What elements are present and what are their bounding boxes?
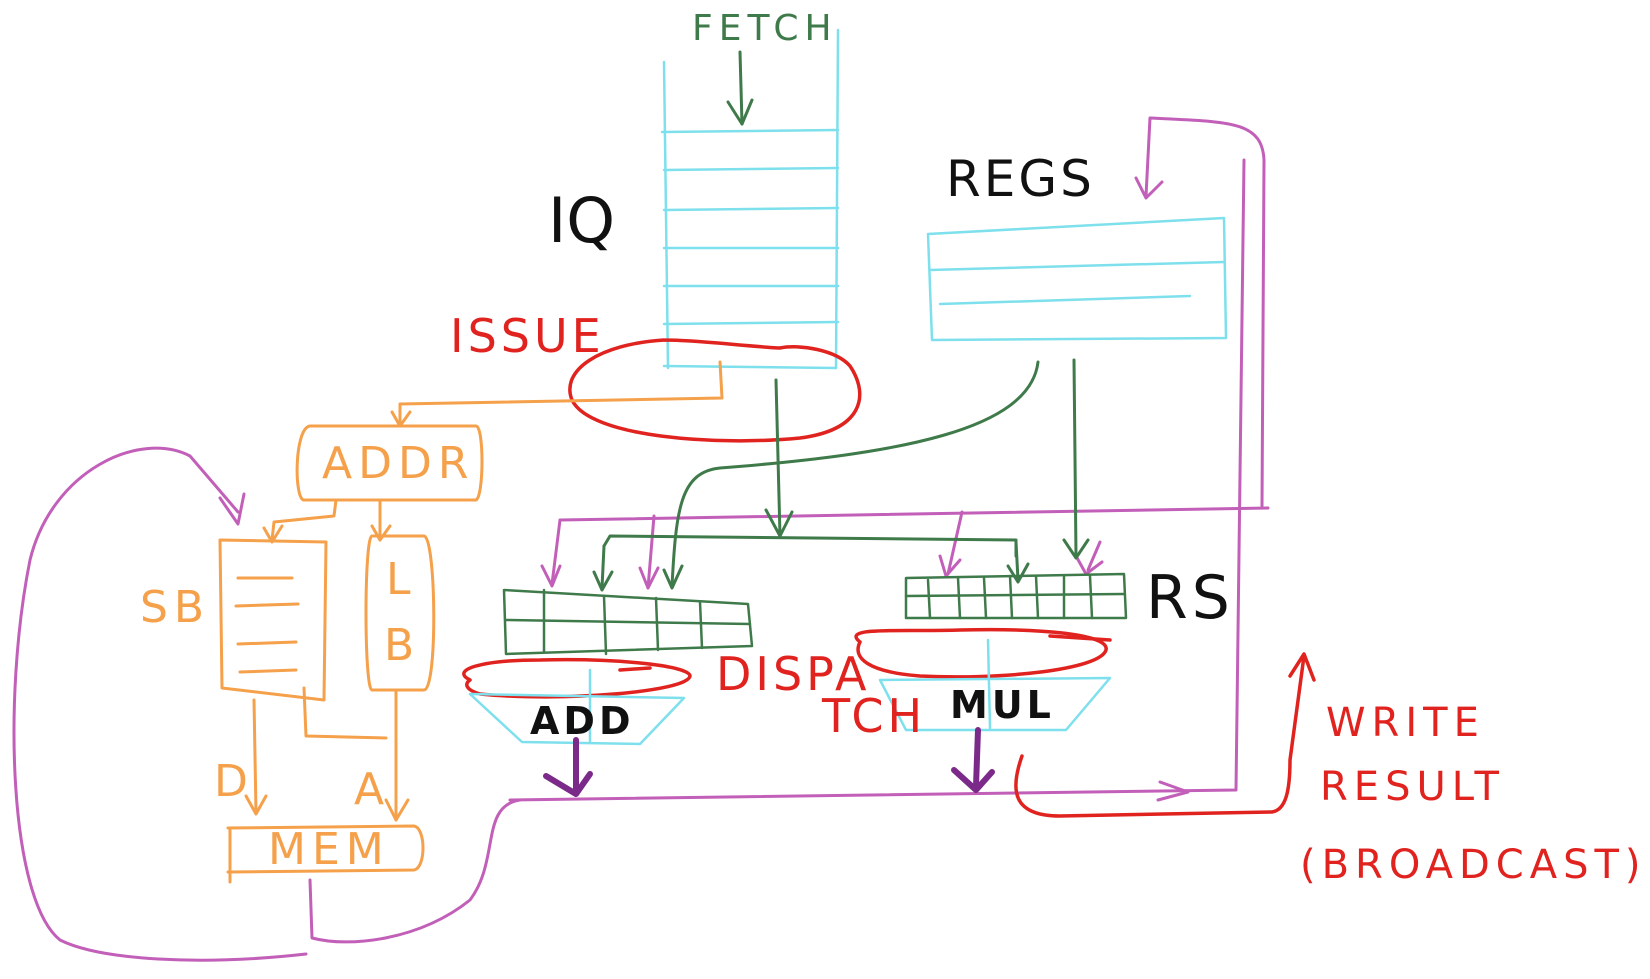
label-addr: ADDR: [322, 438, 474, 489]
broadcast-bus: [12, 116, 1270, 962]
label-result: RESULT: [1320, 764, 1505, 810]
rs-mul: [904, 572, 1128, 620]
store-buffer: [218, 538, 388, 816]
addr-unit: [262, 424, 484, 544]
label-mul: MUL: [950, 683, 1055, 727]
fetch-arrow: [726, 50, 754, 126]
label-a: A: [354, 764, 390, 815]
label-rs: RS: [1146, 563, 1234, 633]
register-file: [926, 216, 1228, 342]
label-dispatch-part2: TCH: [821, 689, 926, 743]
label-fetch: FETCH: [692, 8, 838, 49]
iq-queue: [660, 28, 840, 370]
label-sb: SB: [140, 582, 210, 633]
mul-unit: [878, 638, 1112, 732]
label-regs: REGS: [946, 150, 1095, 208]
issue-ellipse: [568, 338, 862, 443]
addr-path: [390, 360, 724, 428]
label-lb-bottom: B: [384, 620, 420, 671]
add-unit: [468, 668, 686, 746]
fu-output-arrows: [543, 727, 995, 797]
label-iq: IQ: [548, 184, 615, 257]
label-broadcast: (BROADCAST): [1300, 842, 1647, 888]
operand-paths: [592, 358, 1090, 592]
label-add: ADD: [530, 699, 635, 743]
load-buffer: [364, 534, 436, 822]
rs-add: [502, 588, 754, 656]
label-dispatch-part1: DISPA: [716, 647, 870, 701]
label-issue: ISSUE: [450, 309, 605, 363]
label-lb-top: L: [386, 554, 417, 605]
label-mem: MEM: [268, 824, 390, 875]
write-result-arrow: [1014, 652, 1316, 818]
memory-unit: [226, 824, 425, 884]
label-d: D: [214, 756, 254, 807]
label-write: WRITE: [1326, 700, 1485, 746]
